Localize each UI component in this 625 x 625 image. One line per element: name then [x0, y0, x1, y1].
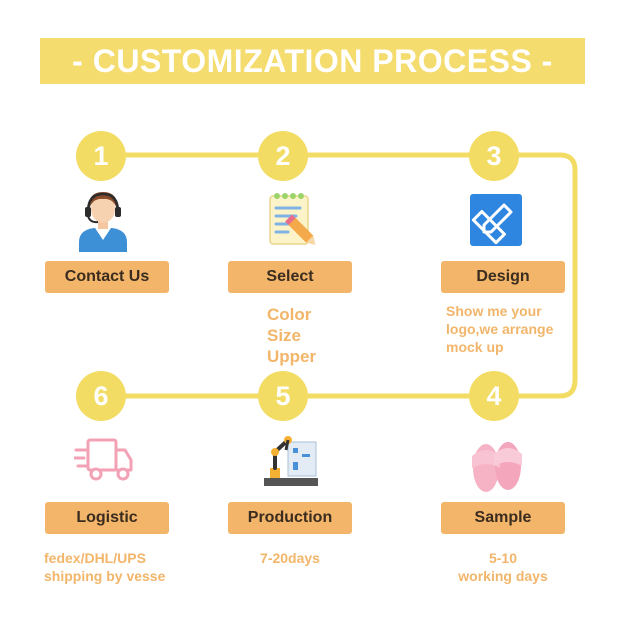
customer-service-icon: [79, 192, 127, 252]
step-5-details: 7-20days: [228, 549, 352, 567]
detail-line: 7-20days: [260, 550, 320, 566]
detail-line: mock up: [446, 339, 504, 355]
page-title: - CUSTOMIZATION PROCESS -: [72, 42, 553, 79]
step-5-circle: 5: [258, 371, 308, 421]
detail-line: 5-10: [488, 550, 518, 566]
title-banner: - CUSTOMIZATION PROCESS -: [40, 38, 585, 84]
step-4-details: 5-10 working days: [441, 549, 565, 585]
detail-line: shipping by vesse: [44, 568, 166, 584]
design-tools-icon: [470, 194, 522, 246]
step-1-circle: 1: [76, 131, 126, 181]
detail-line: Size: [267, 326, 302, 345]
notepad-icon: [269, 193, 316, 245]
slipper-icon: [472, 442, 522, 492]
step-4-circle: 4: [469, 371, 519, 421]
factory-robot-icon: [264, 436, 318, 486]
detail-line: fedex/DHL/UPS: [44, 550, 146, 566]
step-3-label: Design: [441, 261, 565, 293]
step-2-details: Color Size Upper: [267, 304, 316, 367]
detail-line: Upper: [267, 347, 317, 366]
step-5-label: Production: [228, 502, 352, 534]
step-2-label: Select: [228, 261, 352, 293]
delivery-truck-icon: [74, 438, 133, 481]
step-3-details: Show me your logo,we arrange mock up: [446, 302, 553, 356]
detail-line: Show me your: [446, 303, 542, 319]
step-1-label: Contact Us: [45, 261, 169, 293]
step-6-circle: 6: [76, 371, 126, 421]
detail-line: working days: [458, 568, 548, 584]
detail-line: Color: [267, 305, 312, 324]
detail-line: logo,we arrange: [446, 321, 554, 337]
step-2-circle: 2: [258, 131, 308, 181]
step-6-label: Logistic: [45, 502, 169, 534]
step-3-circle: 3: [469, 131, 519, 181]
step-6-details: fedex/DHL/UPS shipping by vesse: [44, 549, 165, 585]
step-4-label: Sample: [441, 502, 565, 534]
